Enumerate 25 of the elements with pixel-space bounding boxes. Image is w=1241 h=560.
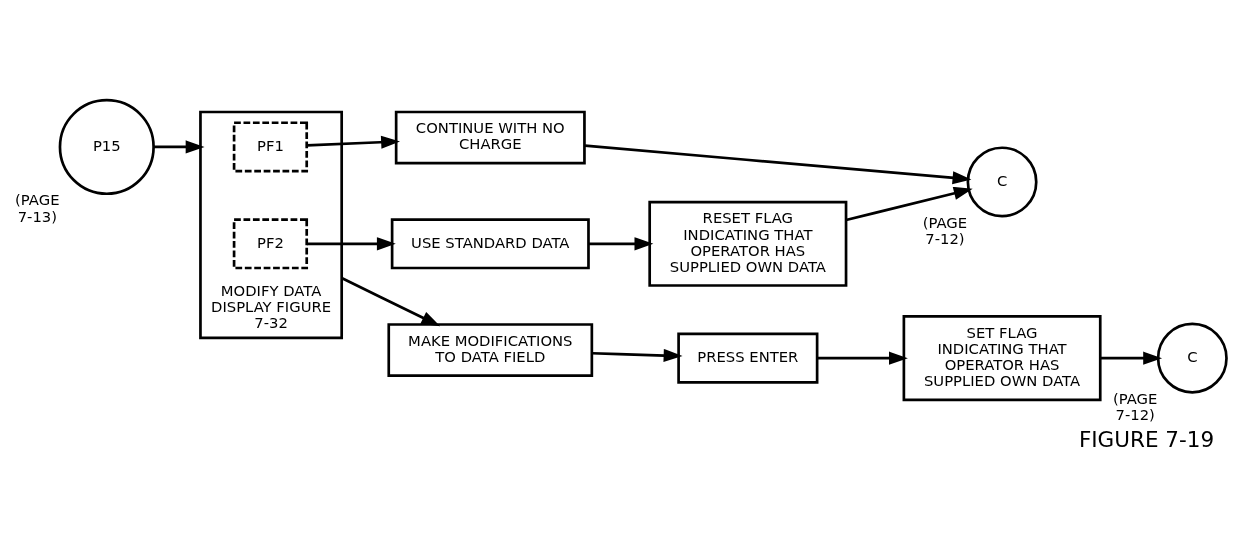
arrow — [1100, 351, 1163, 365]
node-box: PF1 — [232, 121, 309, 173]
node-label: (PAGE 7-12) — [922, 214, 968, 248]
node-box: MAKE MODIFICATIONS TO DATA FIELD — [387, 323, 594, 377]
arrow — [588, 237, 654, 251]
node-box: SET FLAG INDICATING THAT OPERATOR HAS SUPPLIED OWN DATA — [902, 315, 1102, 402]
node-label: (PAGE 7-13) — [15, 191, 60, 225]
node-box: PF2 — [232, 218, 309, 270]
caption: FIGURE 7-19 — [1078, 427, 1215, 453]
arrow — [817, 351, 908, 365]
node-box: CONTINUE WITH NO CHARGE — [394, 110, 586, 165]
node-circle: C — [1156, 322, 1228, 394]
arrow — [341, 276, 441, 327]
node-circle: P15 — [58, 98, 155, 196]
node-circle: C — [966, 146, 1038, 218]
arrow — [153, 140, 205, 154]
arrow — [591, 348, 683, 363]
arrow — [307, 237, 396, 251]
node-box: RESET FLAG INDICATING THAT OPERATOR HAS SUPPLIED OWN DATA — [648, 200, 848, 287]
arrow — [307, 135, 400, 149]
node-box: PRESS ENTER — [677, 332, 819, 384]
node-box: USE STANDARD DATA — [390, 218, 590, 270]
arrow — [584, 144, 972, 185]
arrow — [845, 186, 973, 222]
node-label: (PAGE 7-12) — [1113, 390, 1158, 424]
